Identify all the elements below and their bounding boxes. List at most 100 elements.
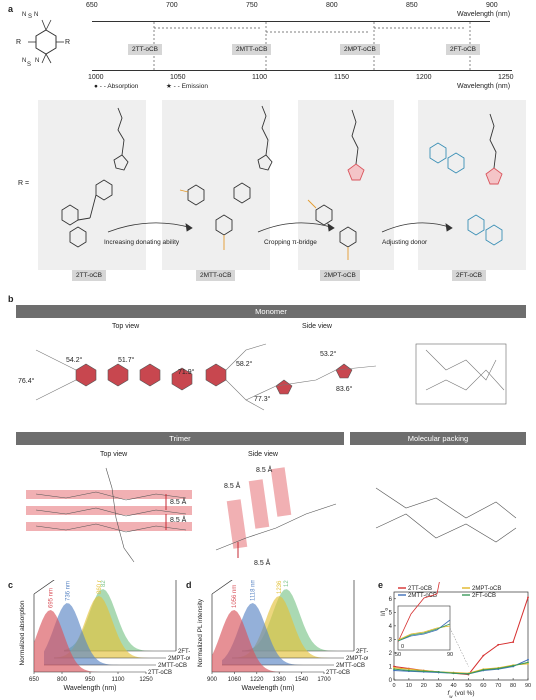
inset-x-tick-label: 90 (447, 652, 453, 658)
x-tick-label: 30 (436, 683, 442, 689)
data-point (527, 658, 529, 661)
series-label: 2MTT-oCB (158, 663, 187, 669)
peak-label: 860 nm (97, 580, 103, 594)
data-point (497, 643, 500, 646)
peak-label: 1215 nm (284, 580, 290, 587)
trimer-crystal-structures (26, 467, 517, 563)
arrow-label-donating: Increasing donating ability (104, 239, 180, 246)
top-tick-850: 850 (406, 2, 418, 9)
series-line-2ft-ocb (393, 661, 529, 675)
bottom-tick-1100: 1100 (252, 74, 268, 81)
data-point (422, 670, 425, 673)
panel-b-letter: b (8, 294, 14, 304)
series-label: 2MPT-oCB (346, 656, 368, 662)
tag-2tt-ocb: 2TT-oCB (128, 44, 163, 55)
bottom-tick-1050: 1050 (170, 74, 186, 81)
trimer-header: Trimer (16, 432, 344, 445)
legend-label: 2MTT-oCB (408, 593, 437, 599)
top-tick-900: 900 (486, 2, 498, 9)
data-point (467, 673, 470, 675)
bottom-tick-1150: 1150 (334, 74, 350, 81)
peak-label: 825 nm (101, 580, 107, 587)
arrow-label-cropping: Cropping π-bridge (264, 239, 317, 246)
structure-box-2mtt (162, 100, 270, 270)
trimer-top-view-label: Top view (100, 451, 128, 458)
x-tick-label: 650 (29, 677, 40, 683)
distance-label: 8.5 Å (170, 517, 187, 524)
distance-label: 8.5 Å (224, 483, 241, 490)
angle-label: 54.2° (66, 357, 83, 364)
bottom-wavelength-axis (92, 70, 512, 71)
y-axis-label: I/I0 (380, 608, 389, 616)
angle-label: 77.3° (254, 396, 271, 403)
tag-2mtt-ocb: 2MTT-oCB (232, 44, 272, 55)
y-tick-label: 6 (389, 597, 393, 603)
inset-series-line (397, 623, 451, 642)
substituent-r-right: R (65, 39, 71, 46)
y-axis-label: Normalized absorption (19, 600, 26, 665)
arrow-label-donor: Adjusting donor (382, 239, 428, 246)
x-tick-label: 1380 (273, 677, 287, 683)
angle-label: 71.9° (178, 369, 195, 376)
tag-2ft-ocb: 2FT-oCB (446, 44, 481, 55)
top-tick-750: 750 (246, 2, 258, 9)
series-label: 2TT-oCB (148, 670, 172, 676)
distance-label: 8.5 Å (170, 499, 187, 506)
data-point (393, 665, 395, 668)
legend-emission: ★ - - Emission (166, 83, 208, 90)
x-tick-label: 90 (525, 683, 531, 689)
x-tick-label: 20 (421, 683, 427, 689)
atom-label-s: S (28, 14, 33, 20)
inset-series-line (397, 582, 440, 643)
data-point (512, 641, 515, 643)
legend-label: 2MPT-oCB (472, 586, 501, 592)
angle-label: 53.2° (320, 351, 337, 358)
angle-label: 51.7° (118, 357, 135, 364)
inset-frame (397, 605, 451, 651)
data-point (482, 654, 485, 657)
x-tick-label: 1540 (295, 677, 309, 683)
series-label: 2TT-oCB (326, 670, 350, 676)
tag-2mpt-ocb: 2MPT-oCB (340, 44, 380, 55)
data-point (527, 661, 529, 664)
data-point (497, 667, 500, 670)
bottom-tick-1200: 1200 (416, 74, 432, 81)
y-tick-label: 0 (389, 678, 393, 684)
y-tick-label: 5 (389, 610, 393, 616)
substituent-r-left: R (16, 39, 22, 46)
x-tick-label: 800 (57, 677, 68, 683)
structure-box-2mpt (298, 100, 394, 270)
x-tick-label: 60 (480, 683, 486, 689)
peak-label: 1236 nm (277, 580, 283, 594)
panel-a-letter: a (8, 4, 14, 14)
data-point (482, 668, 485, 671)
benzobisthiadiazole-core (28, 19, 64, 64)
pl-intensity-chart: 2FT-oCB1215 nm2MPT-oCB1236 nm2MTT-oCB111… (197, 580, 368, 692)
top-wavelength-axis (92, 21, 490, 22)
angle-label: 58.2° (236, 361, 253, 368)
legend-absorption: ● - - Absorption (94, 83, 139, 90)
data-point (407, 669, 410, 672)
panel-e-letter: e (378, 580, 384, 590)
y-axis-label: Normalized PL intensity (197, 598, 204, 667)
data-point (407, 668, 410, 671)
series-area-2tt-ocb (34, 610, 146, 672)
atom-label-n: N (34, 12, 39, 18)
x-tick-label: 1250 (139, 677, 153, 683)
compound-label-2mpt: 2MPT-oCB (320, 270, 360, 281)
compound-label-2ft: 2FT-oCB (452, 270, 487, 281)
y-tick-label: 3 (389, 637, 393, 643)
peak-label: 736 nm (65, 581, 71, 601)
x-tick-label: 80 (510, 683, 516, 689)
peak-label: 695 nm (48, 588, 54, 608)
data-point (512, 664, 515, 667)
top-tick-800: 800 (326, 2, 338, 9)
x-tick-label: 10 (406, 683, 412, 689)
peak-label: 1056 nm (232, 585, 238, 608)
monomer-crystal-structures (35, 343, 507, 411)
angle-label: 83.6° (336, 386, 353, 393)
series-label: 2FT-oCB (178, 649, 190, 655)
x-axis-label: Wavelength (nm) (241, 685, 294, 692)
x-axis-label: fw (vol %) (447, 690, 474, 698)
